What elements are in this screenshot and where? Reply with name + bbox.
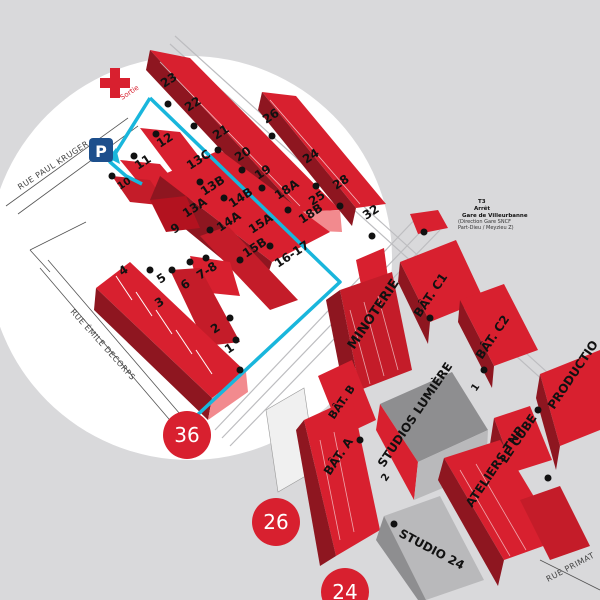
- location-marker-24-label: 24: [332, 580, 357, 600]
- route-path-main: [148, 96, 342, 422]
- exit-cross-icon: [100, 68, 130, 98]
- location-marker-36[interactable]: 36: [163, 411, 211, 459]
- east-buildings: [265, 210, 600, 600]
- route-arrow-icon: [108, 148, 120, 164]
- tram-direction-2: Part-Dieu / Meyzieu Z): [458, 225, 514, 231]
- tram-line: T3: [478, 199, 486, 205]
- location-marker-26[interactable]: 26: [252, 498, 300, 546]
- route-path-entry: [108, 97, 152, 186]
- entrance-markers: [108, 100, 552, 528]
- location-marker-36-label: 36: [174, 423, 199, 447]
- location-marker-26-label: 26: [263, 510, 288, 534]
- location-marker-24[interactable]: 24: [321, 568, 369, 600]
- parking-icon: [89, 138, 113, 162]
- location-markers[interactable]: 36 26 24: [163, 411, 369, 600]
- tram-direction: (Direction Gare SNCF: [458, 219, 511, 225]
- label-studios-lumiere-2: 2: [379, 472, 392, 484]
- parking-label: P: [95, 142, 107, 161]
- tram-stop: Arrêt: [474, 205, 490, 212]
- tram-stop-info: T3 Arrêt Gare de Villeurbanne (Direction…: [458, 199, 528, 231]
- label-studios-lumiere-1: 1: [469, 382, 482, 394]
- tram-station: Gare de Villeurbanne: [462, 213, 528, 219]
- street-lines: [5, 117, 600, 591]
